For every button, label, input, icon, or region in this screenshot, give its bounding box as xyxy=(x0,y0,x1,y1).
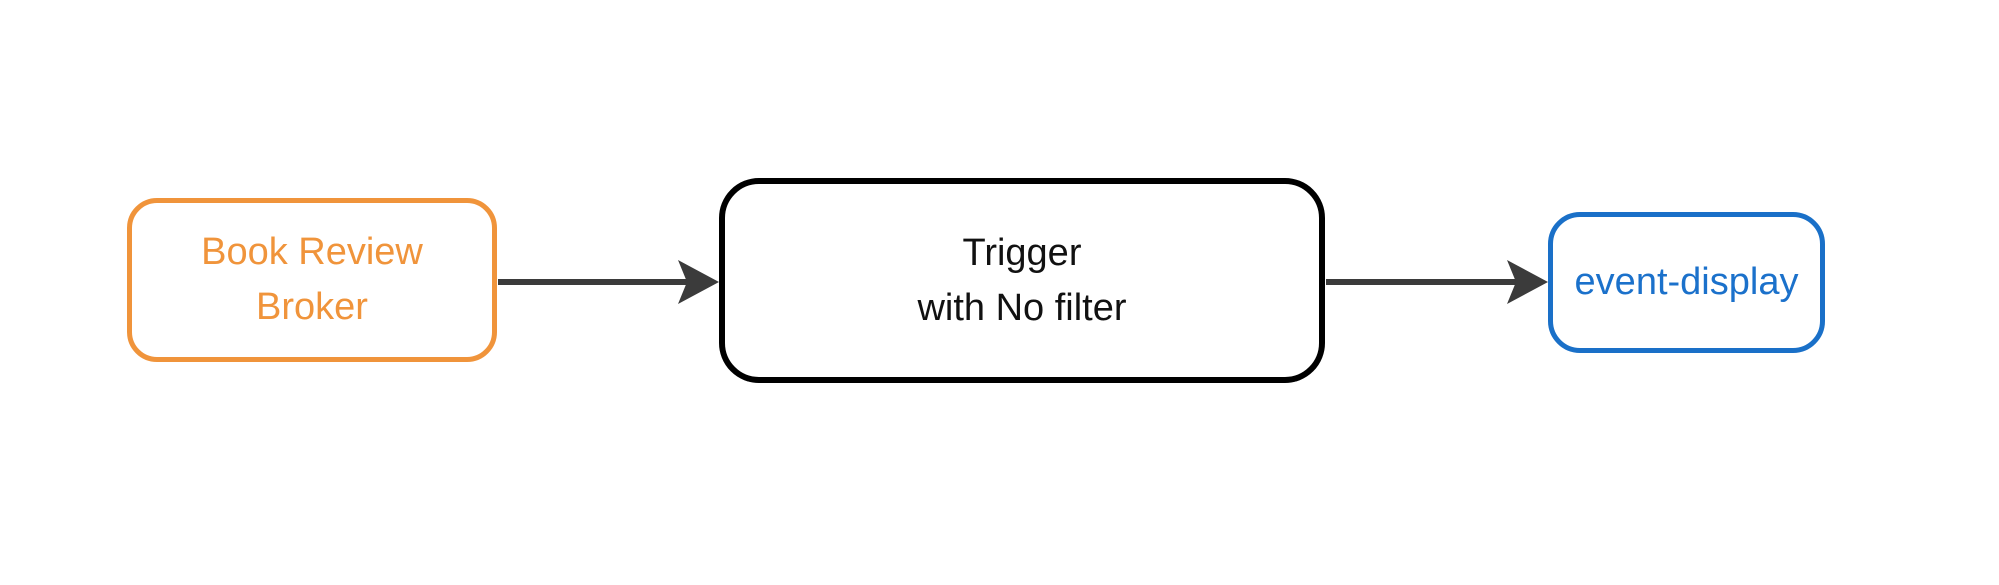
arrow-trigger-to-event-display xyxy=(1326,260,1548,304)
node-trigger-label-line1: Trigger xyxy=(962,231,1082,274)
node-event-display-label: event-display xyxy=(1574,261,1799,303)
node-event-display: event-display xyxy=(1548,212,1825,353)
node-trigger-label-line2: with No filter xyxy=(917,286,1127,329)
node-broker-label-line2: Broker xyxy=(256,286,368,328)
node-book-review-broker: Book Review Broker xyxy=(127,198,497,362)
node-trigger-with-no-filter: Trigger with No filter xyxy=(719,178,1325,383)
node-broker-label-line1: Book Review xyxy=(201,231,423,273)
arrow-broker-to-trigger xyxy=(498,260,719,304)
